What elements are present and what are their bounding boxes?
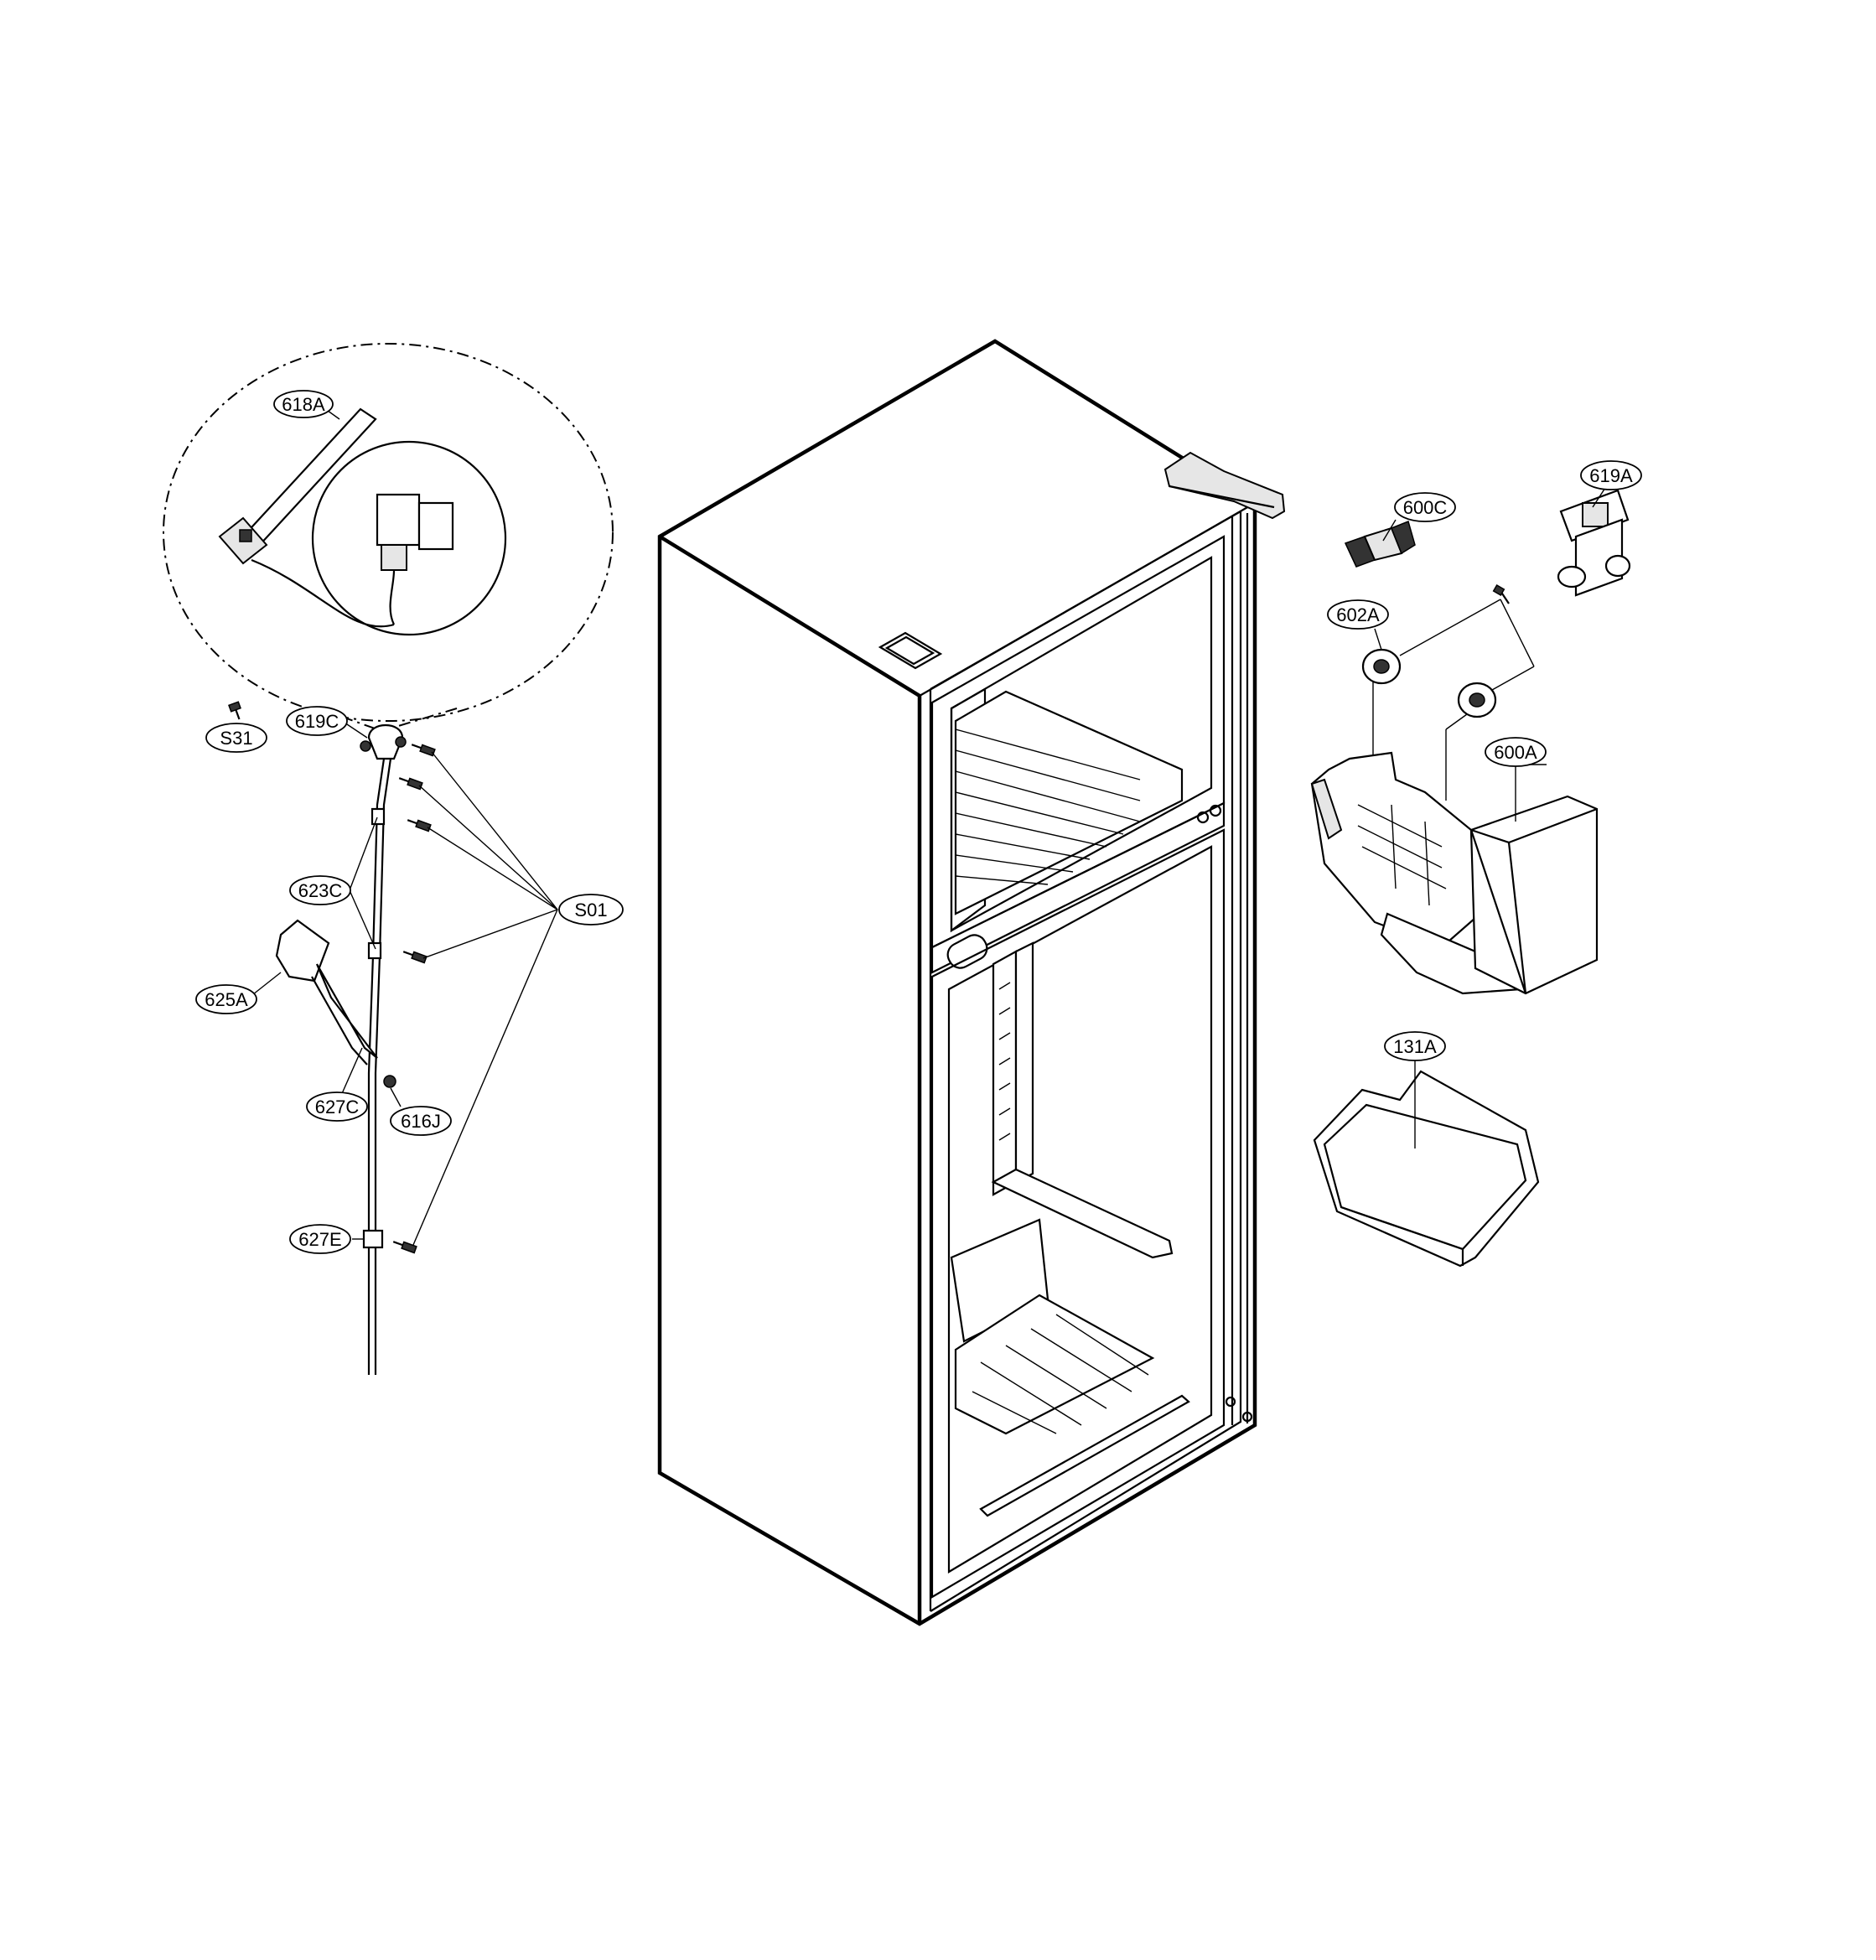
grommet-602A-rear [1457, 682, 1497, 718]
water-valve-detail [376, 493, 454, 625]
callout-S31-label: S31 [220, 728, 252, 749]
callout-625A[interactable]: 625A [195, 984, 257, 1014]
tube-clamp-619C [360, 724, 407, 760]
water-line-assembly [163, 343, 614, 1375]
detail-view-outline [163, 343, 614, 722]
callout-627C-label: 627C [315, 1097, 360, 1117]
callout-602A[interactable]: 602A [1327, 599, 1389, 630]
callout-616J[interactable]: 616J [390, 1106, 452, 1136]
callout-600A-label: 600A [1494, 742, 1537, 763]
freezer-compartment [930, 535, 1226, 949]
ice-maker-600A [1310, 751, 1599, 995]
callout-131A[interactable]: 131A [1384, 1031, 1446, 1061]
callout-600C-label: 600C [1403, 497, 1448, 518]
callout-623C-label: 623C [298, 880, 343, 901]
callout-619C-label: 619C [295, 711, 339, 732]
heater-625A [275, 919, 378, 1066]
callout-618A-label: 618A [282, 394, 325, 415]
callout-616J-label: 616J [401, 1111, 441, 1132]
callout-S01-label: S01 [574, 900, 607, 920]
ice-bin-131A [1313, 1070, 1540, 1268]
top-hinge [1163, 451, 1286, 520]
callout-602A-label: 602A [1336, 604, 1380, 625]
callout-627E-label: 627E [298, 1229, 341, 1250]
callout-619A[interactable]: 619A [1580, 460, 1642, 490]
refrigerator-cabinet [657, 339, 1286, 1626]
callout-600A[interactable]: 600A [1485, 737, 1547, 767]
callout-S31[interactable]: S31 [205, 723, 267, 753]
callout-627C[interactable]: 627C [306, 1091, 368, 1122]
callout-627E[interactable]: 627E [289, 1224, 351, 1254]
callout-600C[interactable]: 600C [1394, 492, 1456, 522]
callout-619A-label: 619A [1589, 465, 1633, 486]
clip-623C-upper [371, 807, 386, 826]
screw-ice-maker [1492, 584, 1510, 604]
callout-S01[interactable]: S01 [558, 894, 624, 926]
callout-618A[interactable]: 618A [273, 390, 334, 418]
callout-619C[interactable]: 619C [286, 706, 348, 736]
clip-623C-lower [367, 941, 382, 960]
grommet-602A-front [1361, 648, 1402, 685]
bracket-600C [1344, 520, 1416, 568]
callout-131A-label: 131A [1393, 1036, 1437, 1057]
callout-623C[interactable]: 623C [289, 875, 351, 905]
screw-S31 [228, 701, 241, 720]
ice-maker-parts [1310, 487, 1631, 1268]
clamp-627E [362, 1229, 384, 1249]
callout-625A-label: 625A [205, 989, 248, 1010]
nut-616J [383, 1075, 396, 1088]
fresh-food-compartment [930, 828, 1226, 1599]
valve-fitting [218, 516, 268, 565]
water-valve-619A [1557, 489, 1631, 597]
screws-S01 [392, 744, 436, 1254]
